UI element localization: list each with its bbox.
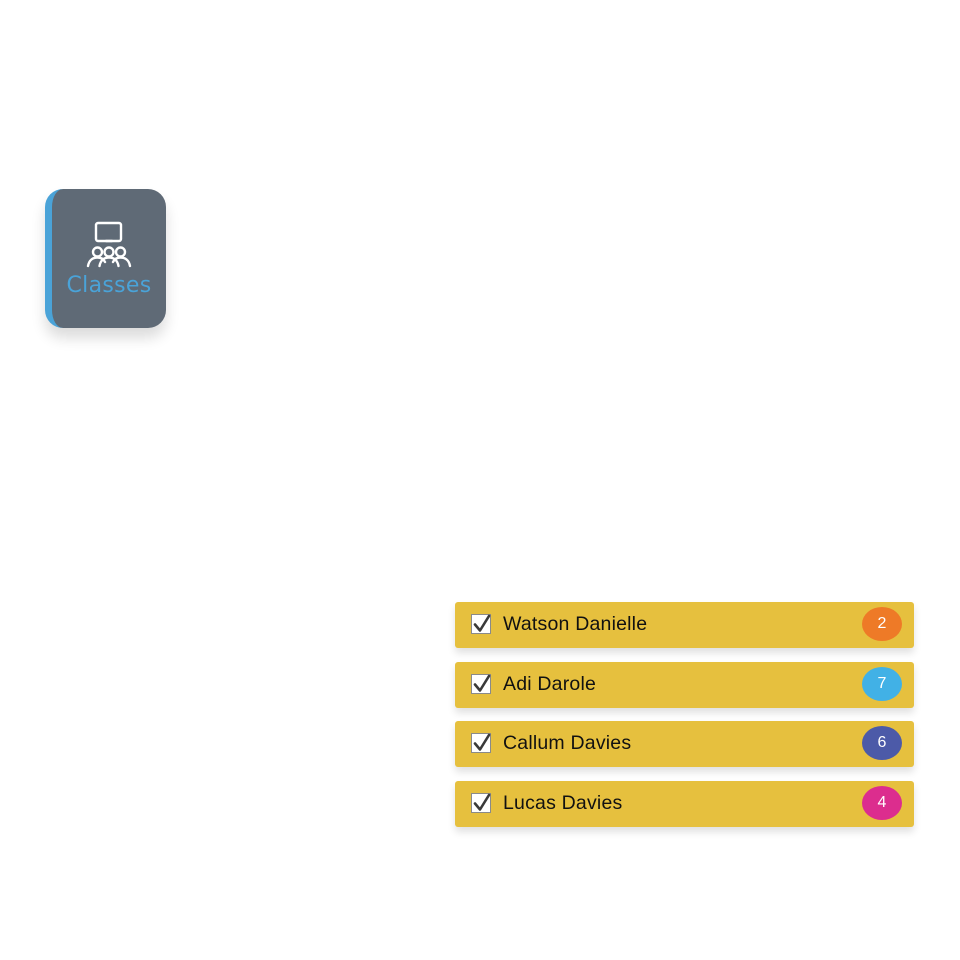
- student-row[interactable]: Callum Davies 6: [455, 721, 914, 767]
- student-checkbox[interactable]: [471, 673, 491, 694]
- student-list: Watson Danielle 2 Adi Darole 7 Callum Da…: [455, 602, 914, 840]
- student-name: Lucas Davies: [503, 791, 623, 814]
- student-name: Callum Davies: [503, 732, 632, 754]
- checkmark-icon: [473, 733, 491, 751]
- checkmark-icon: [473, 793, 491, 811]
- count-badge: 6: [862, 726, 902, 760]
- student-name: Adi Darole: [503, 672, 597, 695]
- classes-label: Classes: [66, 273, 152, 298]
- classes-tile-button[interactable]: Classes: [45, 189, 166, 328]
- count-badge: 2: [862, 607, 902, 641]
- student-row[interactable]: Lucas Davies 4: [455, 780, 914, 827]
- checkmark-icon: [473, 614, 491, 632]
- count-badge: 7: [862, 666, 902, 701]
- student-checkbox[interactable]: [471, 614, 491, 634]
- student-row[interactable]: Watson Danielle 2: [455, 602, 914, 648]
- student-row[interactable]: Adi Darole 7: [455, 661, 914, 708]
- student-checkbox[interactable]: [471, 733, 491, 753]
- count-badge: 4: [862, 785, 902, 820]
- student-name: Watson Danielle: [503, 613, 648, 635]
- student-checkbox[interactable]: [471, 792, 491, 813]
- checkmark-icon: [473, 674, 491, 692]
- classroom-icon: [86, 221, 132, 268]
